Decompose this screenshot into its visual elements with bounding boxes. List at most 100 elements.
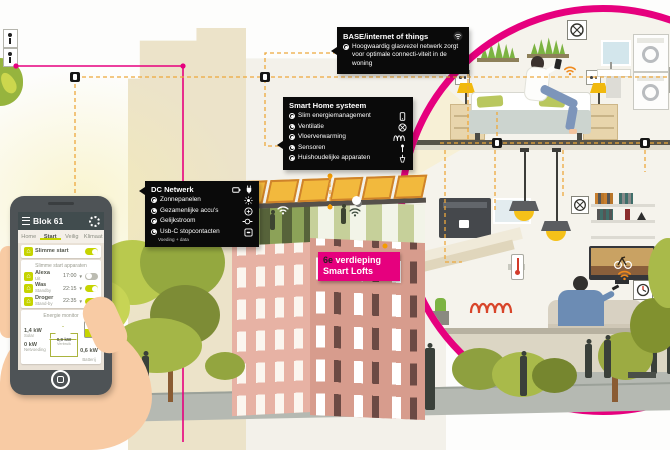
building-facade-left: [232, 240, 310, 417]
planter: [432, 311, 449, 325]
home-icon: ⌂: [24, 271, 33, 281]
pendant-cable: [556, 150, 558, 222]
thermostat: [511, 254, 524, 280]
outlet-icon: [3, 29, 18, 48]
callout-smart-home: Smart Home systeem Slim energiemanagemen…: [277, 97, 413, 170]
usb-c-subtext: Voeding + data: [158, 237, 189, 242]
cyclist-on-tv: [613, 256, 633, 270]
slimme-start-label: Slimme start: [35, 247, 69, 254]
faucet: [610, 62, 612, 69]
device-toggle[interactable]: [85, 272, 98, 280]
callout-base-title: BASE/internet of things: [343, 31, 429, 41]
remote-control: [611, 284, 620, 291]
wifi-icon: [349, 208, 361, 217]
usb-c-icon: [244, 227, 253, 237]
bush: [205, 352, 245, 380]
bullet-icon: [343, 44, 349, 50]
floor-number: 6e: [323, 255, 334, 265]
home-icon: ⌂: [24, 296, 33, 306]
gear-icon[interactable]: [89, 215, 100, 227]
network-node-icon: [492, 138, 502, 148]
tree-foliage: [648, 238, 670, 308]
app-title: Blok 61: [33, 216, 64, 226]
devices-header: Slimme start apparaten: [35, 263, 87, 269]
chevron-down-icon[interactable]: ▼: [78, 273, 83, 279]
plant: [481, 41, 515, 58]
man-watching-tv: [573, 276, 588, 291]
dc-current-icon: [242, 218, 253, 225]
battery-round-icon: [244, 206, 253, 216]
device-time[interactable]: 22:35: [63, 298, 77, 305]
coffee-machine: [439, 198, 491, 238]
sun-icon: [244, 196, 253, 205]
wifi-icon: [277, 206, 289, 215]
bookshelf: [591, 190, 655, 242]
pedestrian: [585, 344, 592, 378]
leaf-icon: [0, 70, 20, 96]
home-icon: ⌂: [24, 247, 33, 256]
chevron-down-icon[interactable]: ▼: [78, 286, 83, 292]
tab-home[interactable]: Home: [21, 234, 37, 240]
pendant-canopy: [520, 148, 529, 152]
device-toggle[interactable]: [85, 285, 98, 293]
pendant-canopy: [552, 148, 561, 152]
tv: [589, 246, 655, 284]
pillow: [476, 95, 504, 108]
floor-divider: [405, 145, 670, 150]
menu-icon[interactable]: [22, 217, 30, 225]
pedestrian: [604, 340, 611, 378]
floor-label: 6e verdieping Smart Lofts: [318, 252, 400, 281]
tab-klimaat[interactable]: Klimaat: [83, 234, 103, 240]
coffee-cup: [459, 220, 469, 228]
book: [625, 209, 630, 220]
chevron-down-icon[interactable]: ▼: [78, 298, 83, 304]
jogger: [425, 348, 435, 410]
app-tabs: Home Start Veilig Klimaat: [18, 230, 104, 243]
balcony-person: [270, 214, 275, 230]
tab-start[interactable]: Start: [40, 233, 62, 240]
bed-leg: [577, 133, 582, 142]
device-time[interactable]: 17:00: [63, 273, 77, 280]
pendant-cable: [524, 150, 526, 202]
building-name: Smart Lofts: [323, 266, 374, 277]
dryer: [633, 34, 669, 72]
cactus: [435, 298, 446, 312]
device-time[interactable]: 22:15: [63, 285, 77, 292]
tab-veilig[interactable]: Veilig: [65, 234, 79, 240]
phone-home-button[interactable]: [51, 370, 70, 389]
phone-speaker: [48, 202, 74, 205]
sink-pedestal: [606, 76, 621, 98]
pedestrian: [520, 356, 527, 396]
ventilation-fan-icon: [567, 20, 587, 40]
pendant-lamp: [509, 201, 539, 211]
mirror: [601, 40, 631, 66]
kitchen-appliance-icon: [399, 154, 406, 163]
wall-shelf: [477, 58, 519, 62]
bed-leg: [475, 133, 480, 142]
network-node-icon: [70, 72, 80, 82]
fan-icon: [398, 122, 407, 132]
plug-icon: [246, 185, 252, 194]
satellite-dish: [352, 196, 361, 205]
callout-dc-title: DC Netwerk: [151, 185, 194, 194]
lamp-glow: [514, 211, 534, 221]
house-consumption-icon: 0,9 kW Verbruik: [50, 332, 78, 357]
smartphone: [554, 58, 562, 70]
slimme-start-card: ⌂ Slimme start: [21, 245, 101, 258]
callout-dc-netwerk: DC Netwerk Zonnepanelen Gezamenlijke acc…: [139, 181, 259, 247]
washing-machine: [633, 72, 669, 110]
pendant-lamp: [541, 221, 571, 231]
slimme-start-toggle[interactable]: [85, 248, 98, 255]
bench: [628, 372, 656, 378]
home-icon: ⌂: [24, 284, 33, 294]
app-header: Blok 61: [18, 212, 104, 230]
balcony-person: [341, 208, 346, 224]
wifi-globe-icon: [453, 31, 463, 41]
floor-heating-coil: [469, 302, 513, 314]
callout-smart-home-title: Smart Home systeem: [289, 101, 367, 110]
lamp: [590, 83, 608, 93]
smart-loft-floor-right: [310, 200, 425, 244]
plant: [531, 37, 565, 54]
